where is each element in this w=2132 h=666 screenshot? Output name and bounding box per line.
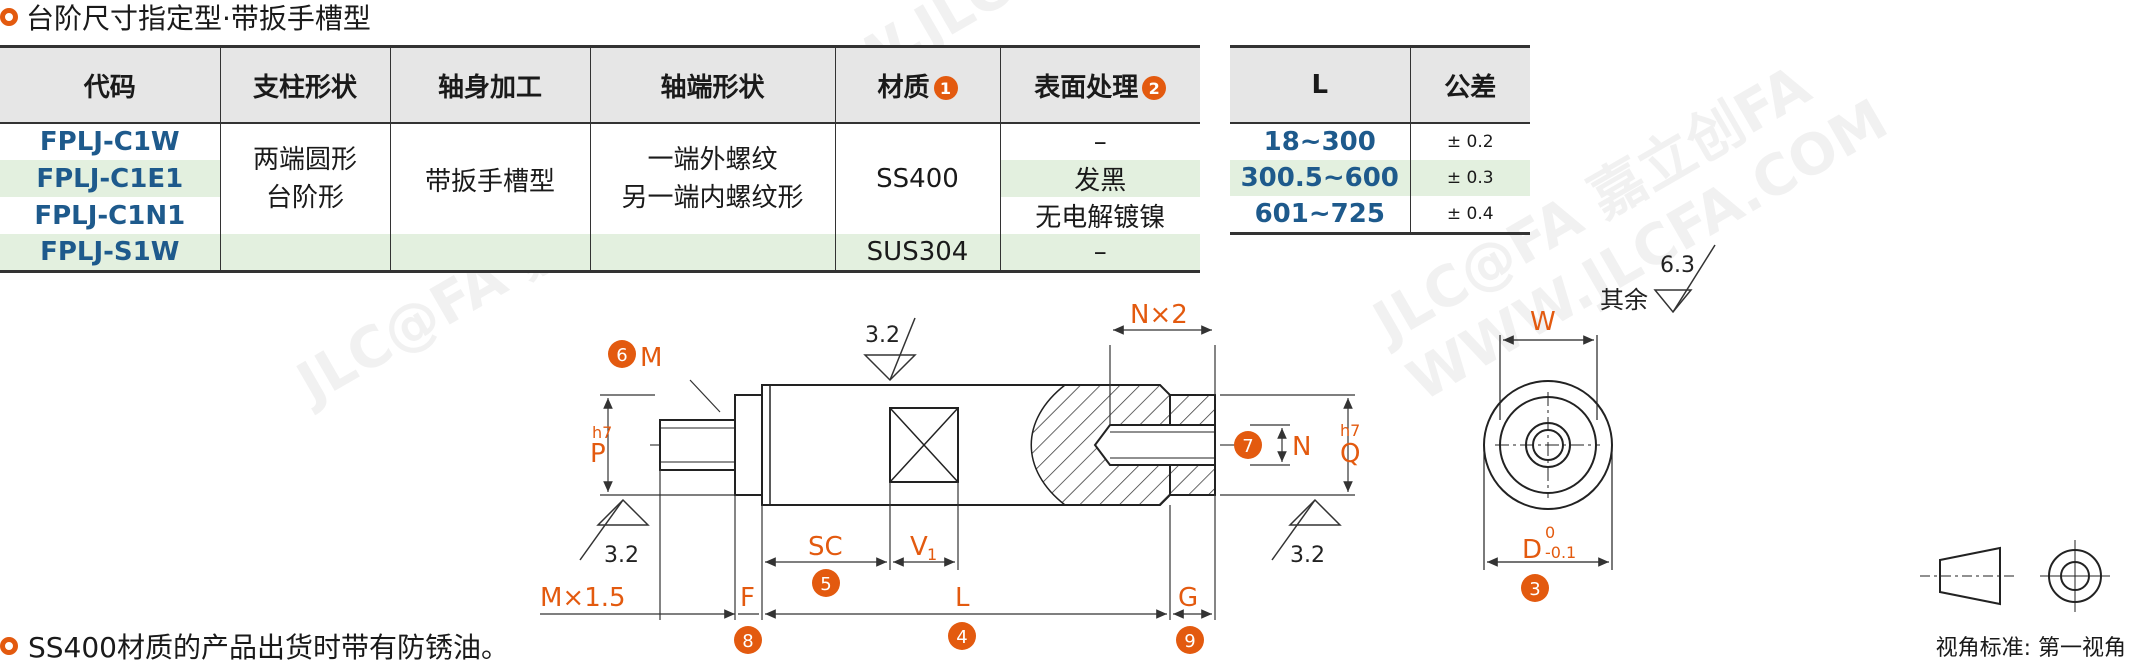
header-shaft: 轴身加工 xyxy=(390,45,591,124)
surface-cell: – xyxy=(1093,127,1107,157)
label-n-x2: N×2 xyxy=(1130,300,1188,330)
svg-text:3: 3 xyxy=(1529,579,1540,600)
label-m: M xyxy=(640,343,662,373)
svg-text:7: 7 xyxy=(1242,436,1253,457)
table-row: FPLJ-C1W 两端圆形台阶形 带扳手槽型 一端外螺纹另一端内螺纹形 SS40… xyxy=(0,123,1200,234)
rough-right: 3.2 xyxy=(1290,543,1325,568)
view-standard: 视角标准: 第一视角 xyxy=(1935,636,2126,661)
code-cell: FPLJ-S1W xyxy=(0,234,221,273)
label-w: W xyxy=(1530,307,1556,337)
rough-other: 6.3 xyxy=(1660,253,1695,278)
label-d: D xyxy=(1522,535,1542,565)
code-cell: FPLJ-C1W xyxy=(0,123,221,160)
svg-text:4: 4 xyxy=(956,627,967,648)
badge-2: 2 xyxy=(1142,76,1167,100)
table-row: 18~300 ± 0.2 xyxy=(1230,123,1530,160)
table-row: 601~725 ± 0.4 xyxy=(1230,196,1530,235)
circle-bullet-icon xyxy=(0,637,18,655)
end-cell xyxy=(590,234,836,273)
header-tol: 公差 xyxy=(1410,45,1530,124)
label-q: Q xyxy=(1340,439,1360,469)
internal-thread xyxy=(1093,424,1216,466)
footer-note-text: SS400材质的产品出货时带有防锈油。 xyxy=(28,631,509,664)
title-text: 台阶尺寸指定型·带扳手槽型 xyxy=(26,2,371,35)
header-l: L xyxy=(1230,45,1411,124)
label-q-h7: h7 xyxy=(1340,421,1360,440)
section-title: 台阶尺寸指定型·带扳手槽型 xyxy=(0,0,371,35)
label-sc: SC xyxy=(808,532,843,562)
surface-cell: – xyxy=(1000,234,1200,273)
header-code: 代码 xyxy=(0,45,221,124)
svg-text:6: 6 xyxy=(616,345,627,366)
label-v: V xyxy=(910,532,928,562)
code-cell: FPLJ-C1E1 xyxy=(0,160,221,197)
footer-note: SS400材质的产品出货时带有防锈油。 xyxy=(0,628,509,664)
projection-symbol-icon xyxy=(1920,540,2110,612)
shaft-cell xyxy=(390,234,591,273)
material-cell: SS400 xyxy=(835,123,1001,234)
label-g: G xyxy=(1178,583,1198,613)
pillar-cell: 两端圆形台阶形 xyxy=(220,123,391,234)
l-range: 601~725 xyxy=(1230,196,1411,235)
tolerance-table: L 公差 18~300 ± 0.2 300.5~600 ± 0.3 601~72… xyxy=(1230,45,1530,235)
label-d-lower: -0.1 xyxy=(1545,543,1576,562)
label-v-sub: 1 xyxy=(927,545,937,564)
rough-left: 3.2 xyxy=(604,543,639,568)
table-row: FPLJ-S1W SUS304 – xyxy=(0,234,1200,273)
end-cell: 一端外螺纹另一端内螺纹形 xyxy=(590,123,836,234)
step-f xyxy=(734,394,763,496)
tol-value: ± 0.4 xyxy=(1410,196,1530,235)
badge-1: 1 xyxy=(933,76,958,100)
tol-value: ± 0.3 xyxy=(1410,160,1530,196)
end-view xyxy=(1483,335,1613,570)
label-n: N xyxy=(1292,432,1311,462)
svg-text:9: 9 xyxy=(1184,631,1195,652)
code-cell: FPLJ-C1N1 xyxy=(0,197,221,234)
callout-badges: 6 7 5 8 4 9 3 xyxy=(608,340,1549,654)
table-row: FPLJ-C1E1 发黑 xyxy=(0,160,1200,197)
svg-text:8: 8 xyxy=(742,631,753,652)
header-end: 轴端形状 xyxy=(590,45,836,124)
other-label: 其余 xyxy=(1600,286,1648,314)
label-f: F xyxy=(740,583,755,613)
label-d-upper: 0 xyxy=(1545,523,1555,542)
table-row: FPLJ-C1N1 无电解镀镍 xyxy=(0,197,1200,234)
l-range: 300.5~600 xyxy=(1230,160,1411,196)
surface-cell: 无电解镀镍 xyxy=(1035,203,1166,233)
rough-top: 3.2 xyxy=(865,323,900,348)
l-range: 18~300 xyxy=(1230,123,1411,160)
label-m-pitch: M×1.5 xyxy=(540,583,626,613)
pillar-cell xyxy=(220,234,391,273)
label-p-h7: h7 xyxy=(592,423,612,442)
header-pillar: 支柱形状 xyxy=(220,45,391,124)
surface-cell: 发黑 xyxy=(1000,160,1200,197)
material-cell: SUS304 xyxy=(835,234,1001,273)
label-p: P xyxy=(590,439,606,469)
label-l: L xyxy=(955,583,970,613)
circle-bullet-icon xyxy=(0,8,18,26)
shaft-cell: 带扳手槽型 xyxy=(390,123,591,234)
svg-text:5: 5 xyxy=(820,574,831,595)
tol-value: ± 0.2 xyxy=(1446,132,1494,152)
table-row: 300.5~600 ± 0.3 xyxy=(1230,160,1530,196)
